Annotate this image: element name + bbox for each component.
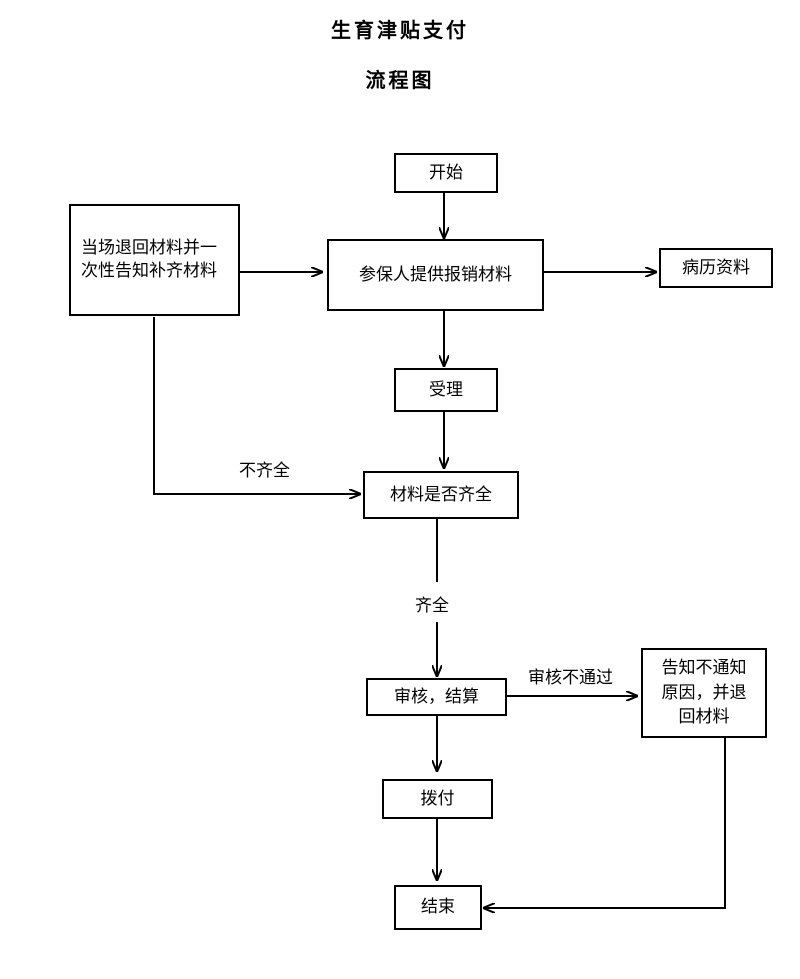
label-rejected: 审核不通过: [528, 668, 613, 688]
label-incomplete: 不齐全: [239, 461, 290, 481]
node-return-materials: 当场退回材料并一次性告知补齐材料: [69, 204, 240, 316]
diagram-title: 生育津贴支付: [331, 18, 469, 42]
node-pay: 拨付: [382, 779, 493, 819]
arrow-notify-to-end: [484, 738, 726, 908]
node-review: 审核，结算: [366, 678, 507, 716]
node-submit: 参保人提供报销材料: [327, 239, 544, 311]
node-start: 开始: [394, 153, 498, 193]
node-accept: 受理: [394, 368, 498, 412]
arrow-return-to-check: [153, 317, 360, 494]
node-notify: 告知不通知原因，并退回材料: [641, 648, 767, 738]
label-complete: 齐全: [415, 596, 449, 616]
diagram-subtitle: 流程图: [365, 68, 435, 92]
node-check: 材料是否齐全: [363, 471, 519, 519]
node-records: 病历资料: [659, 248, 773, 288]
node-end: 结束: [394, 885, 482, 930]
